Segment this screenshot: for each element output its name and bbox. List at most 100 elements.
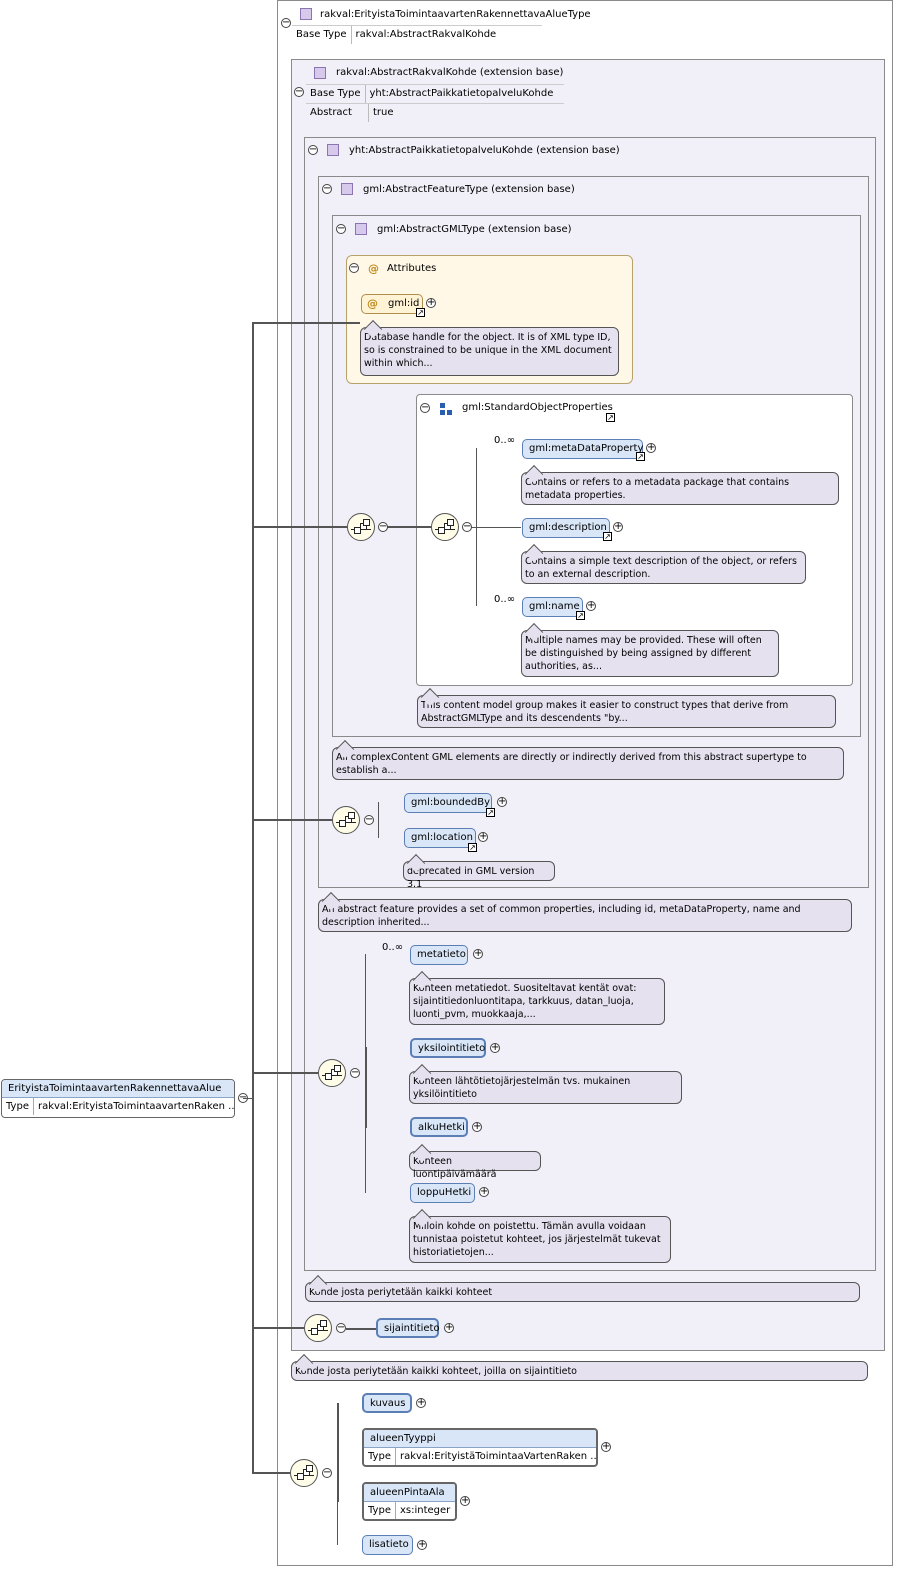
reference-icon[interactable]: ↗ [606,413,615,422]
reference-icon[interactable]: ↗ [576,611,585,620]
reference-icon[interactable]: ↗ [468,843,477,852]
expand-yksilointitieto-button[interactable]: + [490,1042,500,1053]
sequence-icon[interactable] [318,1059,346,1087]
root-connector [243,1098,253,1099]
seq4-connector [252,1072,318,1074]
collapse-sequence-button[interactable]: − [322,1467,332,1478]
seq3-connector [252,819,332,821]
complex-type-icon [300,8,312,20]
expand-kuvaus-button[interactable]: + [416,1397,426,1408]
lisatieto-element[interactable]: lisatieto [362,1535,413,1555]
collapse-standard-props-button[interactable]: − [420,402,430,413]
standard-props-note: This content model group makes it easier… [417,688,836,728]
expand-boundedby-button[interactable]: + [497,796,507,807]
expand-description-button[interactable]: + [613,521,623,532]
expand-alueentyyppi-button[interactable]: + [601,1441,611,1452]
expand-sijaintitieto-button[interactable]: + [444,1322,454,1333]
yht-note: Kohde josta periytetään kaikki kohteet [305,1275,860,1302]
seq4-bold [365,1047,367,1128]
loppuhetki-element[interactable]: loppuHetki [410,1183,475,1203]
reference-icon[interactable]: ↗ [416,308,425,317]
collapse-yht-button[interactable]: − [308,144,318,155]
cardinality-label: 0..∞ [494,594,516,605]
collapse-sequence-button[interactable]: − [336,1322,346,1333]
expand-name-button[interactable]: + [586,600,596,611]
collapse-feature-button[interactable]: − [322,183,332,194]
gml-id-attribute[interactable]: @ gml:id [361,294,423,314]
name-note: Multiple names may be provided. These wi… [521,623,779,677]
complex-type-icon [327,144,339,156]
metadataproperty-note: Contains or refers to a metadata package… [521,465,839,505]
collapse-sequence-button[interactable]: − [364,814,374,825]
loppuhetki-note: Milloin kohde on poistettu. Tämän avulla… [409,1209,671,1263]
sijaintitieto-element[interactable]: sijaintitieto [376,1318,440,1338]
reference-icon[interactable]: ↗ [486,808,495,817]
metatieto-element[interactable]: metatieto [410,945,468,965]
expand-gml-id-button[interactable]: + [426,297,436,308]
expand-location-button[interactable]: + [478,831,488,842]
alkuhetki-element[interactable]: alkuHetki [410,1117,468,1137]
location-note: deprecated in GML version 3.1 [403,854,555,890]
collapse-rakval-button[interactable]: − [294,86,304,97]
sequence-icon[interactable] [290,1459,318,1487]
yht-base-title: yht:AbstractPaikkatietopalveluKohde (ext… [349,145,620,156]
yksilointitieto-note: Kohteen lähtötietojärjestelmän tvs. muka… [409,1064,682,1104]
gml-boundedby-element[interactable]: gml:boundedBy [404,793,492,813]
reference-icon[interactable]: ↗ [603,532,612,541]
collapse-gmltype-button[interactable]: − [336,223,346,234]
reference-icon[interactable]: ↗ [636,452,645,461]
gml-name-element[interactable]: gml:name [522,597,583,617]
seq5-connector [252,1327,304,1329]
standard-props-title: gml:StandardObjectProperties [462,402,613,413]
gml-gmltype-note: All complexContent GML elements are dire… [332,740,844,780]
gml-description-element[interactable]: gml:description [522,518,610,538]
type-title: rakval:ErityistaToimintaavartenRakennett… [320,9,591,20]
collapse-sequence-button[interactable]: − [462,521,472,532]
seq6-connector [252,1472,290,1474]
complex-type-icon [355,223,367,235]
collapse-sequence-button[interactable]: − [378,521,388,532]
collapse-attributes-button[interactable]: − [349,262,359,273]
root-element[interactable]: ErityistaToimintaavartenRakennettavaAlue… [1,1079,235,1118]
seq1-connector [252,526,347,528]
collapse-type-button[interactable]: − [281,17,291,28]
description-note: Contains a simple text description of th… [521,544,806,584]
gml-gmltype-title: gml:AbstractGMLType (extension base) [377,224,572,235]
kuvaus-element[interactable]: kuvaus [362,1393,412,1413]
seq2-vert [476,448,477,606]
cardinality-label: 0..∞ [382,942,404,953]
cardinality-label: 0..∞ [494,435,516,446]
complex-type-icon [341,183,353,195]
sequence-icon[interactable] [347,513,375,541]
seq5-to-sijainti [346,1328,376,1330]
seq3-vert [378,802,379,838]
expand-lisatieto-button[interactable]: + [417,1539,427,1550]
attributes-title: Attributes [387,263,437,274]
complex-type-icon [314,67,326,79]
alueenpintaala-element[interactable]: alueenPintaAla Type xs:integer [362,1482,457,1521]
yksilointitieto-element[interactable]: yksilointitieto [410,1038,486,1058]
expand-metatieto-button[interactable]: + [473,948,483,959]
sequence-icon[interactable] [332,806,360,834]
expand-alueenpintaala-button[interactable]: + [460,1495,470,1506]
alueentyyppi-element[interactable]: alueenTyyppi Type rakval:ErityistäToimin… [362,1428,598,1467]
sequence-icon[interactable] [304,1314,332,1342]
rakval-note: Kohde josta periytetään kaikki kohteet, … [291,1354,868,1381]
alkuhetki-note: Kohteen luontipäivämäärä [409,1144,541,1180]
group-icon [440,403,452,415]
sequence-icon[interactable] [431,513,459,541]
expand-loppuhetki-button[interactable]: + [479,1186,489,1197]
expand-metadataproperty-button[interactable]: + [646,442,656,453]
main-trunk-line [252,322,254,1474]
collapse-sequence-button[interactable]: − [350,1067,360,1078]
expand-alkuhetki-button[interactable]: + [472,1121,482,1132]
gml-location-element[interactable]: gml:location [404,828,476,848]
gml-id-note: Database handle for the object. It is of… [360,320,619,376]
seq6-bold [337,1403,339,1502]
attribute-icon: @ [368,262,379,275]
gml-metadataproperty-element[interactable]: gml:metaDataProperty [522,439,643,459]
gml-feature-title: gml:AbstractFeatureType (extension base) [363,184,575,195]
